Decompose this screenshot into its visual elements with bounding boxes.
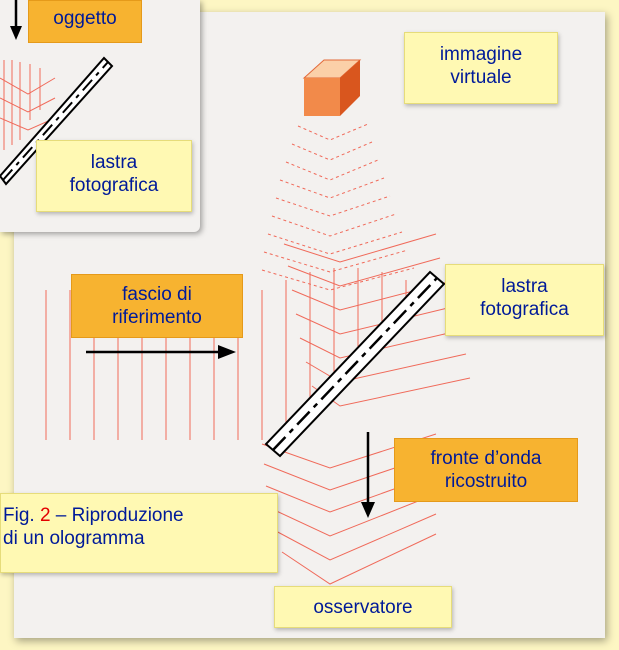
label-fascio-line2: riferimento [112, 307, 202, 328]
label-lastra-main-line2: fotografica [480, 299, 569, 320]
label-lastra-main: lastra fotografica [445, 264, 604, 336]
caption-line1: Fig. 2 – Riproduzione [3, 504, 271, 527]
label-fronte-line2: ricostruito [444, 471, 528, 492]
label-oggetto-text: oggetto [53, 8, 117, 29]
label-immagine-line2: virtuale [450, 67, 512, 88]
inset-arrow [10, 0, 22, 40]
caption-number: 2 [39, 505, 51, 526]
reference-arrow [86, 345, 236, 359]
label-fronte-onda: fronte d’onda ricostruito [394, 438, 578, 502]
label-fronte-line1: fronte d’onda [430, 448, 542, 469]
virtual-wavefronts [261, 123, 415, 291]
figure-caption: Fig. 2 – Riproduzione di un ologramma [0, 493, 278, 573]
label-immagine-line1: immagine [439, 44, 523, 65]
diagonal-wavefronts [283, 233, 471, 407]
label-lastra-inset-line2: fotografica [69, 175, 159, 196]
photographic-plate [264, 270, 446, 458]
caption-rest: – Riproduzione [50, 505, 184, 526]
inset-wavefronts [0, 60, 56, 150]
label-immagine-virtuale: immagine virtuale [404, 32, 558, 104]
reconstructed-arrow [361, 432, 375, 518]
label-oggetto: oggetto [28, 0, 142, 43]
virtual-image-cube [302, 59, 362, 116]
label-osservatore-text: osservatore [313, 597, 413, 618]
label-fascio-riferimento: fascio di riferimento [71, 274, 243, 338]
caption-prefix: Fig. [3, 505, 40, 526]
label-lastra-main-line1: lastra [501, 276, 548, 297]
label-lastra-inset: lastra fotografica [36, 140, 192, 212]
label-fascio-line1: fascio di [122, 284, 192, 305]
label-osservatore: osservatore [274, 586, 452, 628]
inset-plate [0, 56, 114, 186]
label-lastra-inset-line1: lastra [90, 152, 138, 173]
caption-line2: di un ologramma [3, 528, 145, 549]
